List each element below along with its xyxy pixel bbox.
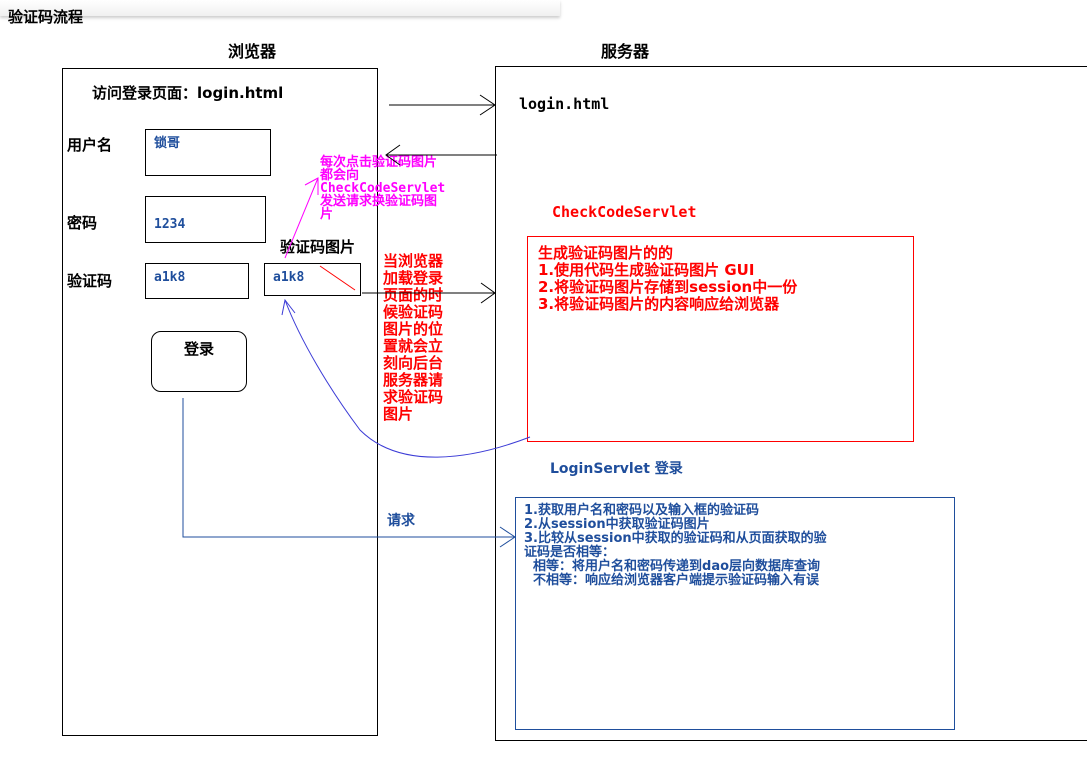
note-line: 服务器请 (383, 371, 444, 389)
server-login-html-label: login.html (519, 95, 610, 113)
note-line: 发送请求换验证码图 (320, 194, 438, 209)
captcha-label: 验证码 (67, 272, 113, 290)
note-line: 图片 (383, 405, 414, 423)
username-label: 用户名 (67, 136, 113, 154)
login-servlet-box: 1.获取用户名和密码以及输入框的验证码 2.从session中获取验证码图片 3… (515, 497, 955, 730)
arrow-login-request (182, 398, 516, 548)
note-line: 加载登录 (383, 269, 444, 287)
request-label: 请求 (387, 513, 415, 529)
visit-login-page-label: 访问登录页面：login.html (92, 84, 284, 102)
captcha-noise-line (319, 265, 356, 291)
arrow-click-refresh (284, 177, 319, 259)
note-line: 都会向 (320, 168, 360, 183)
arrow-captcha-response (281, 298, 531, 458)
click-refresh-note: 每次点击验证码图片 都会向 CheckCodeServlet 发送请求换验证码图… (320, 156, 496, 221)
note-line: 置就会立 (383, 337, 444, 355)
checkcode-line: 生成验证码图片的的 (538, 244, 674, 262)
arrow-response-login-page (385, 144, 497, 166)
login-button[interactable]: 登录 (151, 331, 247, 392)
note-line: 刻向后台 (383, 354, 444, 372)
loginservlet-line: 证码是否相等： (524, 545, 616, 560)
browser-heading: 浏览器 (228, 42, 277, 61)
note-line: 求验证码 (383, 388, 444, 406)
note-line: CheckCodeServlet (320, 181, 446, 196)
loginservlet-line: 不相等：响应给浏览器客户端提示验证码输入有误 (524, 573, 820, 588)
checkcode-servlet-box: 生成验证码图片的的 1.使用代码生成验证码图片 GUI 2.将验证码图片存储到s… (527, 236, 914, 442)
username-field[interactable]: 锁哥 (145, 129, 271, 176)
note-line: 候验证码 (383, 303, 444, 321)
browser-panel (62, 68, 378, 736)
server-heading: 服务器 (601, 42, 650, 61)
checkcode-line: 3.将验证码图片的内容响应给浏览器 (538, 295, 780, 313)
arrow-captcha-request (362, 282, 496, 304)
loginservlet-line: 1.获取用户名和密码以及输入框的验证码 (524, 503, 759, 518)
loginservlet-line: 2.从session中获取验证码图片 (524, 517, 710, 532)
server-panel (495, 66, 1087, 741)
diagram-title: 验证码流程 (8, 8, 84, 26)
note-line: 每次点击验证码图片 (320, 155, 438, 170)
captcha-image-text: a1k8 (273, 270, 305, 285)
captcha-image-label: 验证码图片 (280, 238, 356, 256)
page-load-note: 当浏览器 加载登录 页面的时 候验证码 图片的位 置就会立 刻向后台 服务器请 … (383, 253, 473, 423)
note-line: 图片的位 (383, 320, 444, 338)
password-field[interactable]: 1234 (145, 196, 266, 243)
checkcode-line: 2.将验证码图片存储到session中一份 (538, 278, 798, 296)
note-line: 片 (320, 207, 334, 222)
checkcode-line: 1.使用代码生成验证码图片 GUI (538, 261, 755, 279)
checkcode-servlet-title: CheckCodeServlet (552, 203, 697, 221)
loginservlet-line: 相等：将用户名和密码传递到dao层向数据库查询 (524, 559, 821, 574)
title-bar-background (0, 0, 560, 16)
captcha-input[interactable]: a1k8 (145, 263, 249, 299)
note-line: 页面的时 (383, 286, 444, 304)
login-servlet-title: LoginServlet 登录 (550, 461, 683, 477)
note-line: 当浏览器 (383, 252, 444, 270)
captcha-image[interactable]: a1k8 (264, 263, 361, 296)
password-label: 密码 (67, 214, 98, 232)
arrow-request-login-page (389, 94, 496, 116)
loginservlet-line: 3.比较从session中获取的验证码和从页面获取的验 (524, 531, 827, 546)
